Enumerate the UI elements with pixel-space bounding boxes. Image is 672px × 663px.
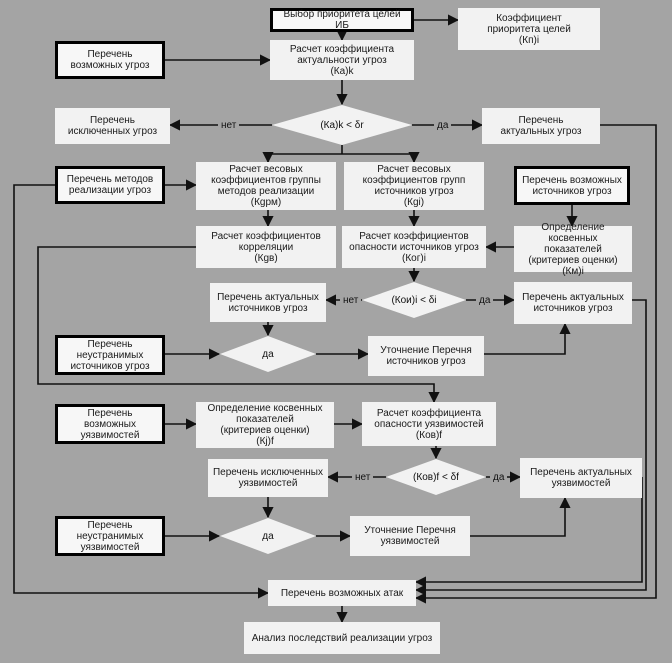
correlation-calc-box: Расчет коэффициентов корреляции (Кgв) xyxy=(196,226,336,268)
source-danger-calc-box: Расчет коэффициентов опасности источнико… xyxy=(342,226,486,268)
actuality-calc-box: Расчет коэффициента актуальности угроз (… xyxy=(270,40,414,80)
possible-threats-box: Перечень возможных угроз xyxy=(55,41,165,79)
excluded-vulnerabilities-box: Перечень исключенных уязвимостей xyxy=(208,459,328,497)
unremovable-vulnerabilities-box: Перечень неустранимых уязвимостей xyxy=(55,516,165,556)
vuln-danger-calc-box: Расчет коэффициента опасности уязвимосте… xyxy=(362,402,496,446)
decision-diamond-unremovable-sources xyxy=(220,336,316,372)
priority-coefficient-box: Коэффициент приоритета целей (Кп)i xyxy=(458,8,600,50)
indirect-indicators-sources-box: Определение косвенных показателей (крите… xyxy=(514,222,632,277)
priority-selection-box: Выбор приоритета целей ИБ xyxy=(270,8,414,32)
refine-vulnerabilities-box: Уточнение Перечня уязвимостей xyxy=(350,516,470,556)
actual-sources-left-box: Перечень актуальных источников угроз xyxy=(210,283,326,322)
decision-diamond-vuln-danger xyxy=(386,459,486,495)
excluded-threats-box: Перечень исключенных угроз xyxy=(55,108,170,144)
edge-label-yes-source-danger: да xyxy=(476,295,494,306)
edge-label-no-source-danger: нет xyxy=(340,295,362,306)
edge-label-yes-vuln-danger: да xyxy=(490,472,508,483)
decision-diamond-source-danger xyxy=(362,282,466,318)
methods-list-box: Перечень методов реализации угроз xyxy=(55,166,165,204)
refine-sources-box: Уточнение Перечня источников угроз xyxy=(368,336,484,376)
actual-sources-right-box: Перечень актуальных источников угроз xyxy=(514,282,632,324)
decision-label-actuality: (Ка)k < δr xyxy=(320,119,364,131)
consequence-analysis-box: Анализ последствий реализации угроз xyxy=(244,622,440,654)
edge-label-no-actuality: нет xyxy=(218,120,240,131)
edge-label-no-vuln-danger: нет xyxy=(352,472,374,483)
possible-sources-box: Перечень возможных источников угроз xyxy=(514,166,630,205)
actual-threats-box: Перечень актуальных угроз xyxy=(482,108,600,144)
decision-label-unremovable-vuln: да xyxy=(262,530,274,542)
possible-vulnerabilities-box: Перечень возможных уязвимостей xyxy=(55,404,165,444)
sources-weights-calc-box: Расчет весовых коэффициентов групп источ… xyxy=(344,162,484,210)
decision-diamond-actuality xyxy=(272,105,412,145)
methods-weights-calc-box: Расчет весовых коэффициентов группы мето… xyxy=(196,162,336,210)
unremovable-sources-box: Перечень неустранимых источников угроз xyxy=(55,335,165,375)
decision-label-vuln-danger: (Ков)f < δf xyxy=(413,471,459,483)
possible-attacks-box: Перечень возможных атак xyxy=(268,580,416,606)
decision-diamond-unremovable-vuln xyxy=(220,518,316,554)
edge-label-yes-actuality: да xyxy=(434,120,452,131)
decision-label-source-danger: (Кои)i < δi xyxy=(391,294,437,306)
decision-label-unremovable-sources: да xyxy=(262,348,274,360)
actual-vulnerabilities-box: Перечень актуальных уязвимостей xyxy=(520,458,642,498)
indirect-indicators-vuln-box: Определение косвенных показателей (крите… xyxy=(196,402,334,448)
